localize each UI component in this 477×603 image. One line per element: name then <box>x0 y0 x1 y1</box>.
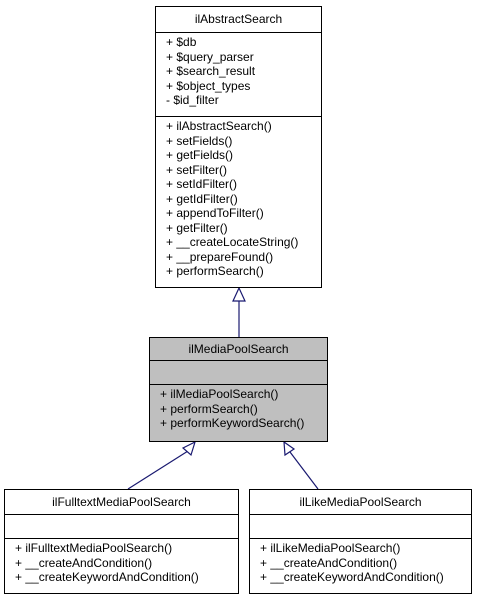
edge-fulltext-to-mediapool <box>127 450 189 490</box>
method-row: + performSearch() <box>166 264 264 278</box>
attribute-row: + $object_types <box>166 78 251 93</box>
method-row: + __prepareFound() <box>166 249 274 264</box>
method-row: + performKeywordSearch() <box>160 416 305 430</box>
method-row: + getFilter() <box>166 220 228 235</box>
methods-section: + ilAbstractSearch() + setFields() + get… <box>156 116 321 282</box>
class-name: ilLikeMediaPoolSearch <box>299 495 422 509</box>
method-row: + setFilter() <box>166 162 228 177</box>
attribute-row: + $db <box>166 35 197 49</box>
method-row: + performSearch() <box>160 401 258 416</box>
inheritance-arrow-mediapool-left <box>181 440 196 457</box>
method-row: + ilFulltextMediaPoolSearch() <box>15 541 173 555</box>
inheritance-arrow-mediapool-right <box>283 440 296 457</box>
method-row: + appendToFilter() <box>166 206 264 220</box>
method-row: + __createKeywordAndCondition() <box>15 570 199 584</box>
method-row: + __createLocateString() <box>166 235 299 249</box>
class-box-ilfulltextmediapoolsearch[interactable]: ilFulltextMediaPoolSearch + ilFulltextMe… <box>4 489 239 594</box>
class-box-ilabstractsearch[interactable]: ilAbstractSearch + $db + $query_parser +… <box>155 6 322 288</box>
method-row: + setIdFilter() <box>166 177 238 191</box>
class-name: ilMediaPoolSearch <box>188 342 289 356</box>
attribute-row: - $id_filter <box>166 93 219 107</box>
attributes-section <box>5 514 238 538</box>
method-row: + getIdFilter() <box>166 191 238 206</box>
edge-like-to-mediapool <box>289 451 319 490</box>
method-row: + __createKeywordAndCondition() <box>260 570 444 584</box>
class-box-illikemediapoolsearch[interactable]: ilLikeMediaPoolSearch + ilLikeMediaPoolS… <box>249 489 472 594</box>
attributes-section <box>150 360 327 384</box>
class-name: ilAbstractSearch <box>194 12 283 26</box>
attribute-row: + $query_parser <box>166 49 254 64</box>
method-row: + setFields() <box>166 133 233 148</box>
class-name: ilFulltextMediaPoolSearch <box>52 495 191 509</box>
methods-section: + ilLikeMediaPoolSearch() + __createAndC… <box>250 538 471 588</box>
method-row: + __createAndCondition() <box>15 555 153 570</box>
method-row: + ilLikeMediaPoolSearch() <box>260 541 401 555</box>
methods-section: + ilMediaPoolSearch() + performSearch() … <box>150 384 327 434</box>
method-row: + ilMediaPoolSearch() <box>160 387 279 401</box>
attributes-section <box>250 514 471 538</box>
methods-section: + ilFulltextMediaPoolSearch() + __create… <box>5 538 238 588</box>
method-row: + ilAbstractSearch() <box>166 119 272 133</box>
attribute-row: + $search_result <box>166 64 256 78</box>
class-box-ilmediapoolsearch[interactable]: ilMediaPoolSearch + ilMediaPoolSearch() … <box>149 337 328 442</box>
method-row: + getFields() <box>166 148 234 162</box>
attributes-section: + $db + $query_parser + $search_result +… <box>156 32 321 116</box>
inheritance-arrow-abstract <box>232 286 246 302</box>
method-row: + __createAndCondition() <box>260 555 398 570</box>
